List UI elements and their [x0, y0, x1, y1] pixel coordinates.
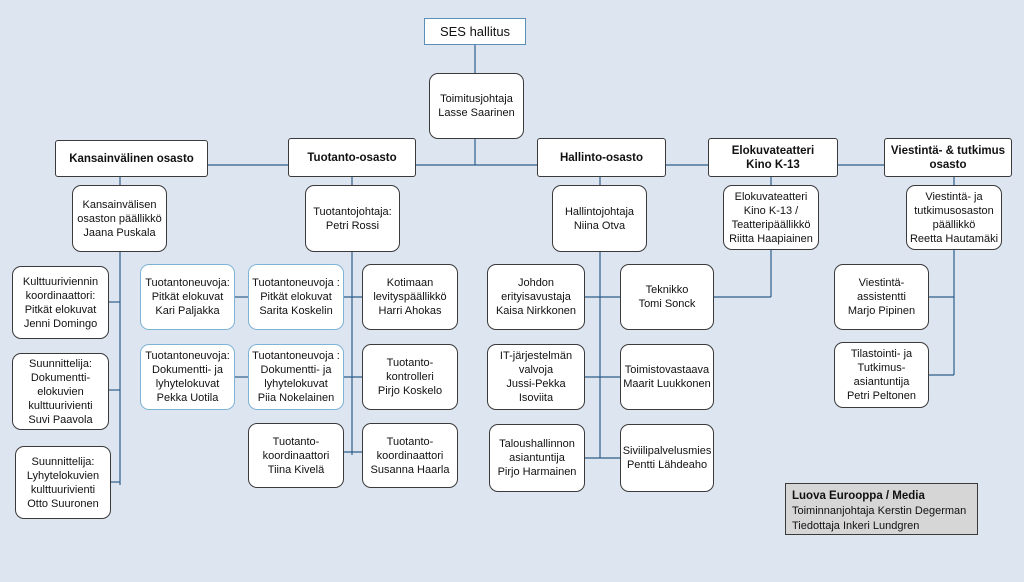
prod-advisor-doc-2: Tuotantoneuvoja : Dokumentti- ja lyhytel…	[248, 344, 344, 410]
head-production: Tuotantojohtaja: Petri Rossi	[305, 185, 400, 252]
admin-finance-expert: Taloushallinnon asiantuntija Pirjo Harma…	[489, 424, 585, 492]
head-international: Kansainvälisen osaston päällikkö Jaana P…	[72, 185, 167, 252]
info-line-press: Tiedottaja Inkeri Lundgren	[792, 520, 920, 532]
dept-cinema: Elokuvateatteri Kino K-13	[708, 138, 838, 177]
admin-office-manager: Toimistovastaava Maarit Luukkonen	[620, 344, 714, 410]
head-communications: Viestintä- ja tutkimusosaston päällikkö …	[906, 185, 1002, 250]
prod-advisor-doc-1: Tuotantoneuvoja: Dokumentti- ja lyhytelo…	[140, 344, 235, 410]
admin-it-admin: IT-järjestelmän valvoja Jussi-Pekka Isov…	[487, 344, 585, 410]
prod-coordinator-2: Tuotanto- koordinaattori Susanna Haarla	[362, 423, 458, 488]
head-cinema: Elokuvateatteri Kino K-13 / Teatteripääl…	[723, 185, 819, 250]
prod-advisor-feature-2: Tuotantoneuvoja : Pitkät elokuvat Sarita…	[248, 264, 344, 330]
admin-technician: Teknikko Tomi Sonck	[620, 264, 714, 330]
comm-assistant: Viestintä- assistentti Marjo Pipinen	[834, 264, 929, 330]
info-line-director: Toiminnanjohtaja Kerstin Degerman	[792, 505, 967, 517]
intl-staff-2: Suunnittelija: Dokumentti- elokuvien kul…	[12, 353, 109, 430]
prod-controller: Tuotanto- kontrolleri Pirjo Koskelo	[362, 344, 458, 410]
intl-staff-1: Kulttuuriviennin koordinaattori: Pitkät …	[12, 266, 109, 339]
admin-management-assistant: Johdon erityisavustaja Kaisa Nirkkonen	[487, 264, 585, 330]
prod-advisor-feature-1: Tuotantoneuvoja: Pitkät elokuvat Kari Pa…	[140, 264, 235, 330]
board-box: SES hallitus	[424, 18, 526, 45]
info-title: Luova Eurooppa / Media	[792, 490, 925, 502]
admin-civil-service: Siviilipalvelusmies Pentti Lähdeaho	[620, 424, 714, 492]
dept-administration: Hallinto-osasto	[537, 138, 666, 177]
creative-europe-box: Luova Eurooppa / Media Toiminnanjohtaja …	[785, 483, 978, 535]
ceo-box: Toimitusjohtaja Lasse Saarinen	[429, 73, 524, 139]
dept-international: Kansainvälinen osasto	[55, 140, 208, 177]
head-administration: Hallintojohtaja Niina Otva	[552, 185, 647, 252]
prod-coordinator-1: Tuotanto- koordinaattori Tiina Kivelä	[248, 423, 344, 488]
comm-statistics-expert: Tilastointi- ja Tutkimus- asiantuntija P…	[834, 342, 929, 408]
intl-staff-3: Suunnittelija: Lyhytelokuvien kulttuuriv…	[15, 446, 111, 519]
dept-production: Tuotanto-osasto	[288, 138, 416, 177]
prod-distribution-manager: Kotimaan levityspäällikkö Harri Ahokas	[362, 264, 458, 330]
dept-communications: Viestintä- & tutkimus osasto	[884, 138, 1012, 177]
